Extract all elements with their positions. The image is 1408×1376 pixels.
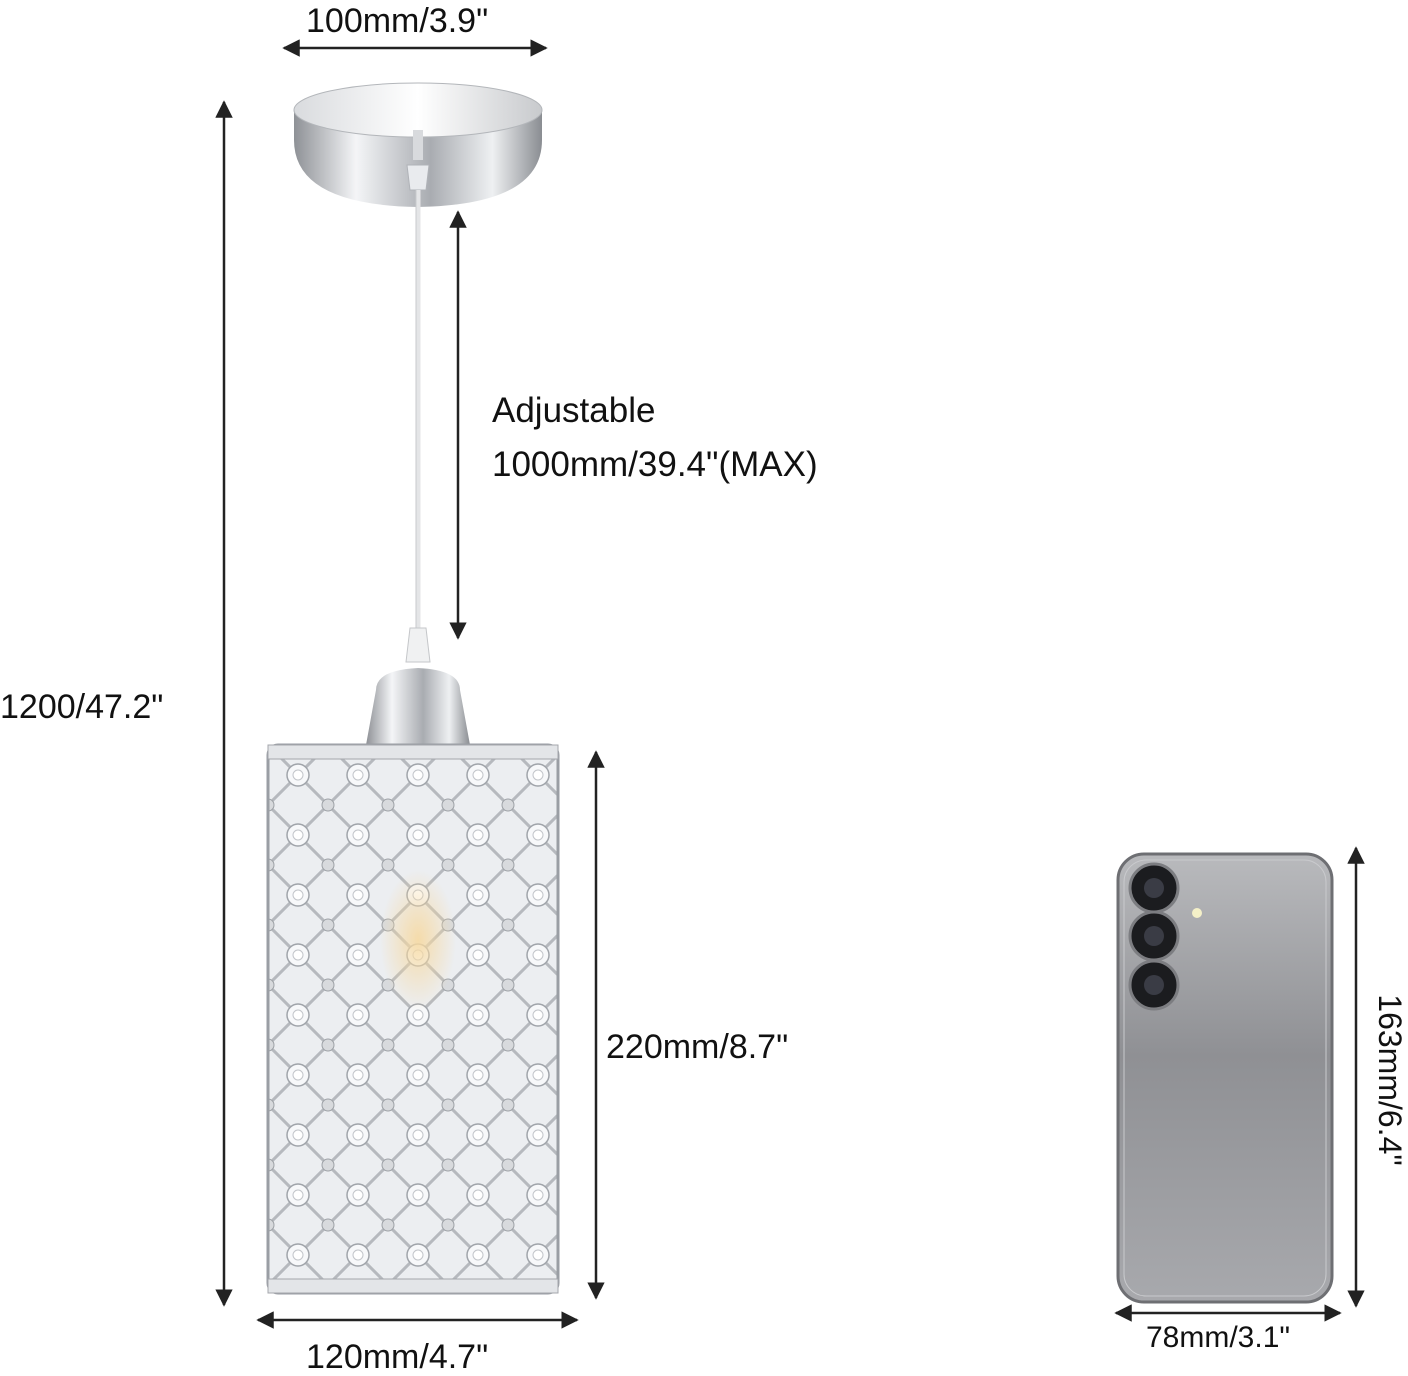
- phone-width-label: 78mm/3.1": [1146, 1321, 1291, 1354]
- shade-width-label: 120mm/4.7": [306, 1338, 489, 1376]
- total-height-label: 1200/47.2": [0, 688, 164, 726]
- crystal-shade: [266, 743, 560, 1295]
- phone-height-label: 163mm/6.4": [1372, 994, 1408, 1166]
- phone-reference: [1116, 852, 1334, 1304]
- adjustable-value-label: 1000mm/39.4"(MAX): [492, 445, 818, 484]
- socket-cap: [366, 627, 470, 745]
- ceiling-canopy: [293, 82, 543, 207]
- adjustable-title-label: Adjustable: [492, 391, 656, 430]
- dimension-arrows: [215, 39, 1365, 1329]
- shade-height-label: 220mm/8.7": [606, 1028, 789, 1066]
- canopy-width-label: 100mm/3.9": [306, 2, 489, 40]
